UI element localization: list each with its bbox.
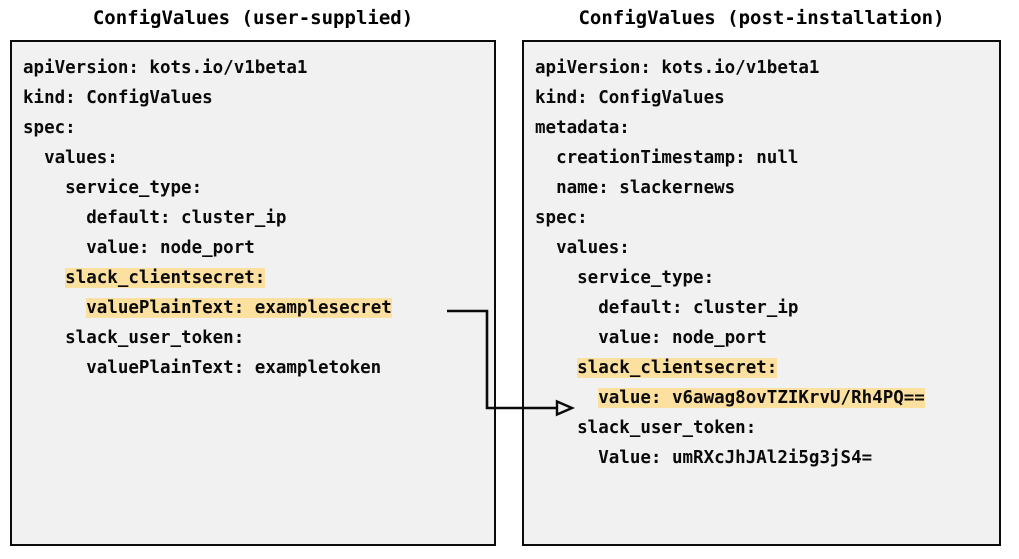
panel-title-post-installation: ConfigValues (post-installation) xyxy=(578,7,945,29)
code-indent xyxy=(23,268,65,288)
code-line: valuePlainText: examplesecret xyxy=(12,293,494,323)
code-line: slack_user_token: xyxy=(12,323,494,353)
code-line: slack_user_token: xyxy=(524,413,999,443)
code-text: Value: umRXcJhJAl2i5g3jS4= xyxy=(535,448,873,468)
code-line: default: cluster_ip xyxy=(12,203,494,233)
panel-title-user-supplied: ConfigValues (user-supplied) xyxy=(92,7,414,29)
highlighted-code-text: value: v6awag8ovTZIKrvU/Rh4PQ== xyxy=(598,388,925,408)
code-text: value: node_port xyxy=(23,238,255,258)
code-lines-user-supplied: apiVersion: kots.io/v1beta1 kind: ConfigV… xyxy=(12,53,494,383)
code-box-post-installation: apiVersion: kots.io/v1beta1 kind: ConfigV… xyxy=(522,40,1001,546)
code-text: spec: xyxy=(535,208,588,228)
highlighted-code-text: slack_clientsecret: xyxy=(577,358,778,378)
code-text: slack_user_token: xyxy=(23,328,245,348)
code-line: name: slackernews xyxy=(524,173,999,203)
code-text: kind: ConfigValues xyxy=(23,88,213,108)
code-text: metadata: xyxy=(535,118,630,138)
code-lines-post-installation: apiVersion: kots.io/v1beta1 kind: ConfigV… xyxy=(524,53,999,473)
code-indent xyxy=(535,388,598,408)
code-line: metadata: xyxy=(524,113,999,143)
code-text: apiVersion: kots.io/v1beta1 xyxy=(23,58,308,78)
code-line: creationTimestamp: null xyxy=(524,143,999,173)
code-line: value: node_port xyxy=(12,233,494,263)
code-text: apiVersion: kots.io/v1beta1 xyxy=(535,58,820,78)
code-indent xyxy=(23,298,86,318)
highlighted-code-text: slack_clientsecret: xyxy=(65,268,266,288)
code-line: default: cluster_ip xyxy=(524,293,999,323)
code-text: creationTimestamp: null xyxy=(535,148,799,168)
code-line: apiVersion: kots.io/v1beta1 xyxy=(524,53,999,83)
code-text: spec: xyxy=(23,118,76,138)
code-text: value: node_port xyxy=(535,328,767,348)
code-text: slack_user_token: xyxy=(535,418,757,438)
code-line: slack_clientsecret: xyxy=(524,353,999,383)
code-line: Value: umRXcJhJAl2i5g3jS4= xyxy=(524,443,999,473)
code-line: slack_clientsecret: xyxy=(12,263,494,293)
code-text: default: cluster_ip xyxy=(535,298,799,318)
code-line: value: v6awag8ovTZIKrvU/Rh4PQ== xyxy=(524,383,999,413)
code-line: spec: xyxy=(524,203,999,233)
code-line: value: node_port xyxy=(524,323,999,353)
code-line: values: xyxy=(524,233,999,263)
code-text: values: xyxy=(23,148,118,168)
code-line: values: xyxy=(12,143,494,173)
code-line: service_type: xyxy=(12,173,494,203)
code-indent xyxy=(535,358,577,378)
code-text: name: slackernews xyxy=(535,178,736,198)
code-text: default: cluster_ip xyxy=(23,208,287,228)
code-line: apiVersion: kots.io/v1beta1 xyxy=(12,53,494,83)
code-line: spec: xyxy=(12,113,494,143)
code-text: valuePlainText: exampletoken xyxy=(23,358,382,378)
code-line: kind: ConfigValues xyxy=(524,83,999,113)
code-line: valuePlainText: exampletoken xyxy=(12,353,494,383)
code-box-user-supplied: apiVersion: kots.io/v1beta1 kind: ConfigV… xyxy=(10,40,496,546)
code-line: kind: ConfigValues xyxy=(12,83,494,113)
code-text: values: xyxy=(535,238,630,258)
code-text: service_type: xyxy=(23,178,203,198)
code-line: service_type: xyxy=(524,263,999,293)
code-text: service_type: xyxy=(535,268,715,288)
code-text: kind: ConfigValues xyxy=(535,88,725,108)
highlighted-code-text: valuePlainText: examplesecret xyxy=(86,298,392,318)
